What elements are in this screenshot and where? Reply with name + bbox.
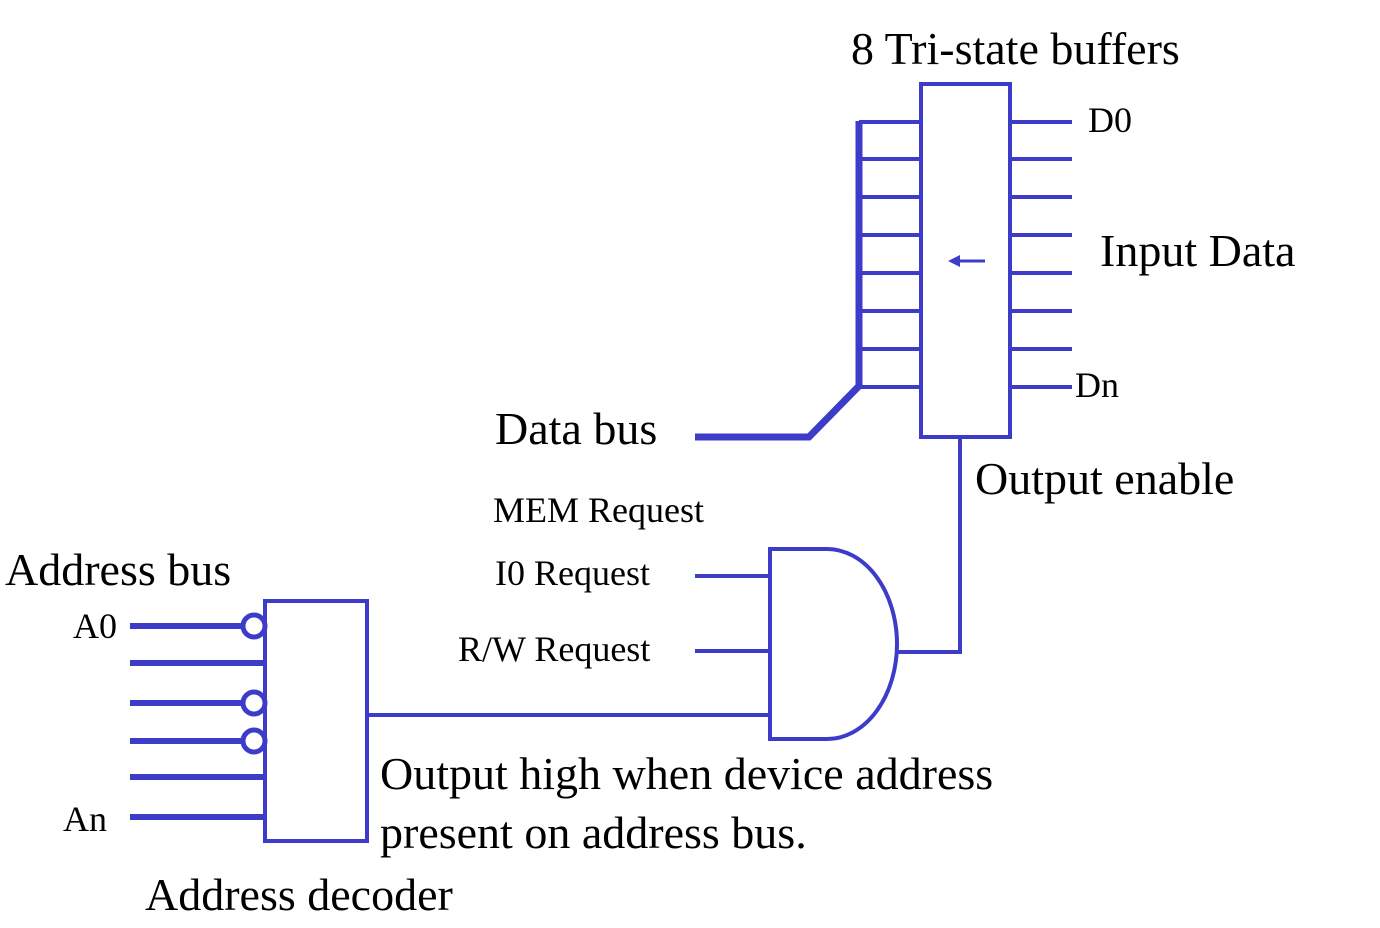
label-output-high-line2: present on address bus.: [380, 807, 807, 858]
label-data-bus: Data bus: [495, 403, 657, 454]
tristate-buffer-block: [919, 82, 1012, 439]
inversion-bubble-a3: [240, 727, 268, 755]
inversion-bubble-a0: [240, 612, 268, 640]
label-address-decoder: Address decoder: [145, 869, 453, 920]
label-input-data: Input Data: [1100, 225, 1295, 276]
label-a0: A0: [73, 606, 117, 646]
label-rw-request: R/W Request: [458, 629, 650, 669]
address-decoder-block: [263, 599, 369, 843]
label-output-enable: Output enable: [975, 453, 1234, 504]
label-address-bus: Address bus: [5, 544, 231, 595]
address-lines: [130, 623, 265, 820]
tristate-title: 8 Tri-state buffers: [851, 23, 1180, 74]
label-io-request: I0 Request: [495, 553, 650, 593]
data-bus-wire: [695, 383, 862, 441]
label-output-high-line1: Output high when device address: [380, 748, 993, 799]
output-enable-wire: [897, 437, 962, 654]
label-mem-request: MEM Request: [493, 490, 704, 530]
and-gate: [768, 547, 899, 741]
label-d0: D0: [1088, 100, 1132, 140]
label-dn: Dn: [1075, 365, 1119, 405]
label-an: An: [63, 799, 107, 839]
tristate-left-pins: [859, 120, 921, 389]
tristate-right-pins: [1010, 120, 1072, 389]
inversion-bubble-a2: [240, 689, 268, 717]
direction-arrow-head: [948, 255, 960, 267]
